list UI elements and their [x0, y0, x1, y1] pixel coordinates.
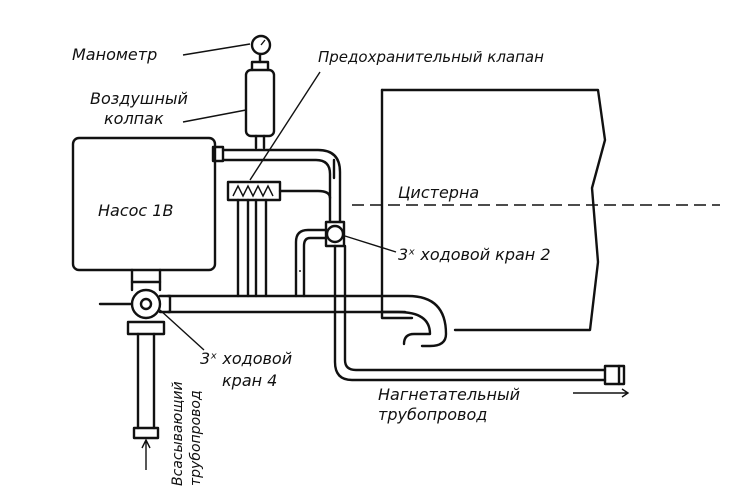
- manometer-gauge: [250, 34, 272, 56]
- suction-label-line2: трубопровод: [188, 390, 204, 486]
- tank-label: Цистерна: [398, 183, 479, 202]
- tank: [352, 88, 720, 332]
- three-way-valve-4: [98, 268, 172, 336]
- safety-valve-label: Предохранительный клапан: [318, 48, 544, 66]
- tank-inlet-pipe: [166, 294, 448, 348]
- air-cap: [244, 52, 276, 150]
- valve-4-label-line2: кран 4: [222, 371, 277, 390]
- discharge-fitting: [573, 364, 630, 398]
- suction-label-line1: Всасывающий: [170, 381, 186, 486]
- leader-lines: [159, 43, 397, 351]
- manometer-label: Манометр: [72, 45, 157, 64]
- air-cap-label-line1: Воздушный: [90, 89, 188, 108]
- valve-4-label-line1: 3ˣ ходовой: [200, 349, 292, 368]
- upper-pipe: [221, 148, 342, 224]
- air-cap-label-line2: колпак: [104, 109, 164, 128]
- suction-pipe: [132, 332, 160, 470]
- discharge-label-line2: трубопровод: [378, 405, 487, 424]
- pump: [71, 136, 225, 272]
- three-way-valve-2: [294, 220, 607, 382]
- discharge-label-line1: Нагнетательный: [378, 385, 520, 404]
- valve-2-label: 3ˣ ходовой кран 2: [398, 245, 551, 264]
- pump-label: Насос 1В: [98, 201, 173, 220]
- safety-valve: [226, 180, 332, 298]
